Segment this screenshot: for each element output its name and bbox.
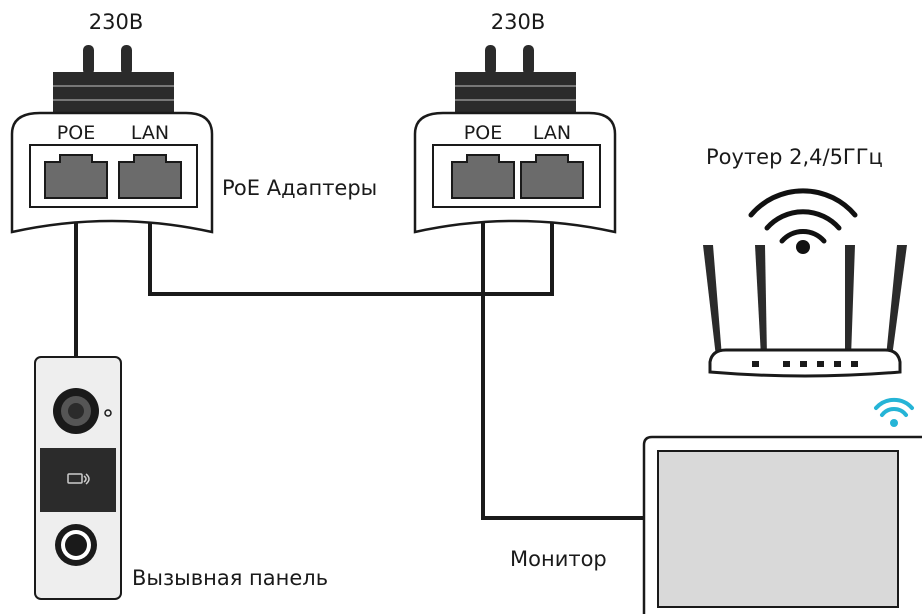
monitor-screen (657, 450, 899, 608)
power-plug-icon (53, 45, 174, 116)
ethernet-port-icon (118, 154, 182, 199)
nfc-card-icon (67, 473, 90, 485)
cables (74, 205, 645, 520)
power-plug-icon (455, 45, 576, 116)
wifi-icon (748, 188, 858, 254)
ethernet-port-icon (44, 154, 108, 199)
adapter-left-port-poe-label: POE (57, 122, 95, 144)
call-button-icon (55, 524, 97, 566)
cable-left-lan-to-right-lan (148, 205, 554, 296)
call-panel-card-reader (40, 448, 116, 512)
monitor-label: Монитор (510, 547, 607, 571)
adapter-left-voltage: 230В (89, 10, 144, 34)
call-panel-label: Вызывная панель (132, 566, 328, 590)
adapter-left-port-lan-label: LAN (131, 122, 169, 144)
adapter-right-voltage: 230В (491, 10, 546, 34)
adapter-right-port-poe-label: POE (464, 122, 502, 144)
camera-icon (53, 388, 112, 434)
poe-adapter-left: 230В POE LAN (10, 10, 214, 234)
router: Роутер 2,4/5ГГц (703, 145, 907, 378)
cable-right-poe-to-monitor (481, 205, 645, 520)
call-panel (34, 356, 122, 600)
wifi-icon (874, 397, 914, 427)
monitor (642, 397, 922, 614)
router-icon (703, 245, 907, 378)
poe-adapters-label: PoE Адаптеры (222, 176, 377, 200)
adapter-right-port-lan-label: LAN (533, 122, 571, 144)
poe-adapter-right: 230В POE LAN (413, 10, 617, 234)
ethernet-port-icon (451, 154, 515, 199)
router-label: Роутер 2,4/5ГГц (706, 145, 883, 169)
ethernet-port-icon (520, 154, 584, 199)
